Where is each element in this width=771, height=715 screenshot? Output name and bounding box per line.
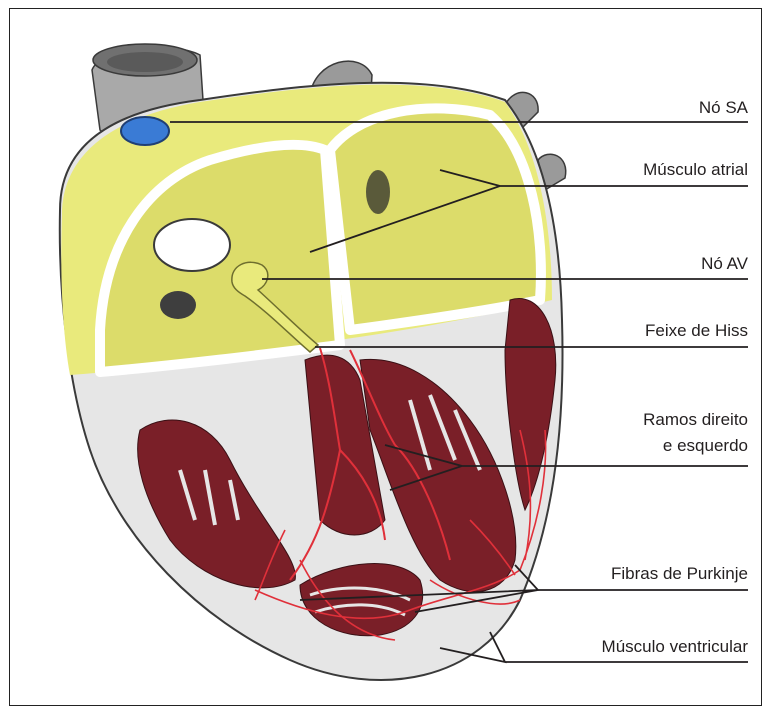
- left-atrium-cavity: [330, 108, 541, 330]
- label-purkinje-fibers: Fibras de Purkinje: [611, 563, 748, 585]
- atrial-opening-3: [366, 170, 390, 214]
- label-ventricular-muscle: Músculo ventricular: [602, 636, 748, 658]
- label-branches-line1: Ramos direito: [643, 409, 748, 431]
- atrial-opening-1: [154, 219, 230, 271]
- label-his-bundle: Feixe de Hiss: [645, 320, 748, 342]
- label-av-node: Nó AV: [701, 253, 748, 275]
- atrial-opening-2: [160, 291, 196, 319]
- label-branches-line2: e esquerdo: [663, 435, 748, 457]
- sa-node-shape: [121, 117, 169, 145]
- label-sa-node: Nó SA: [699, 97, 748, 119]
- label-atrial-muscle: Músculo atrial: [643, 159, 748, 181]
